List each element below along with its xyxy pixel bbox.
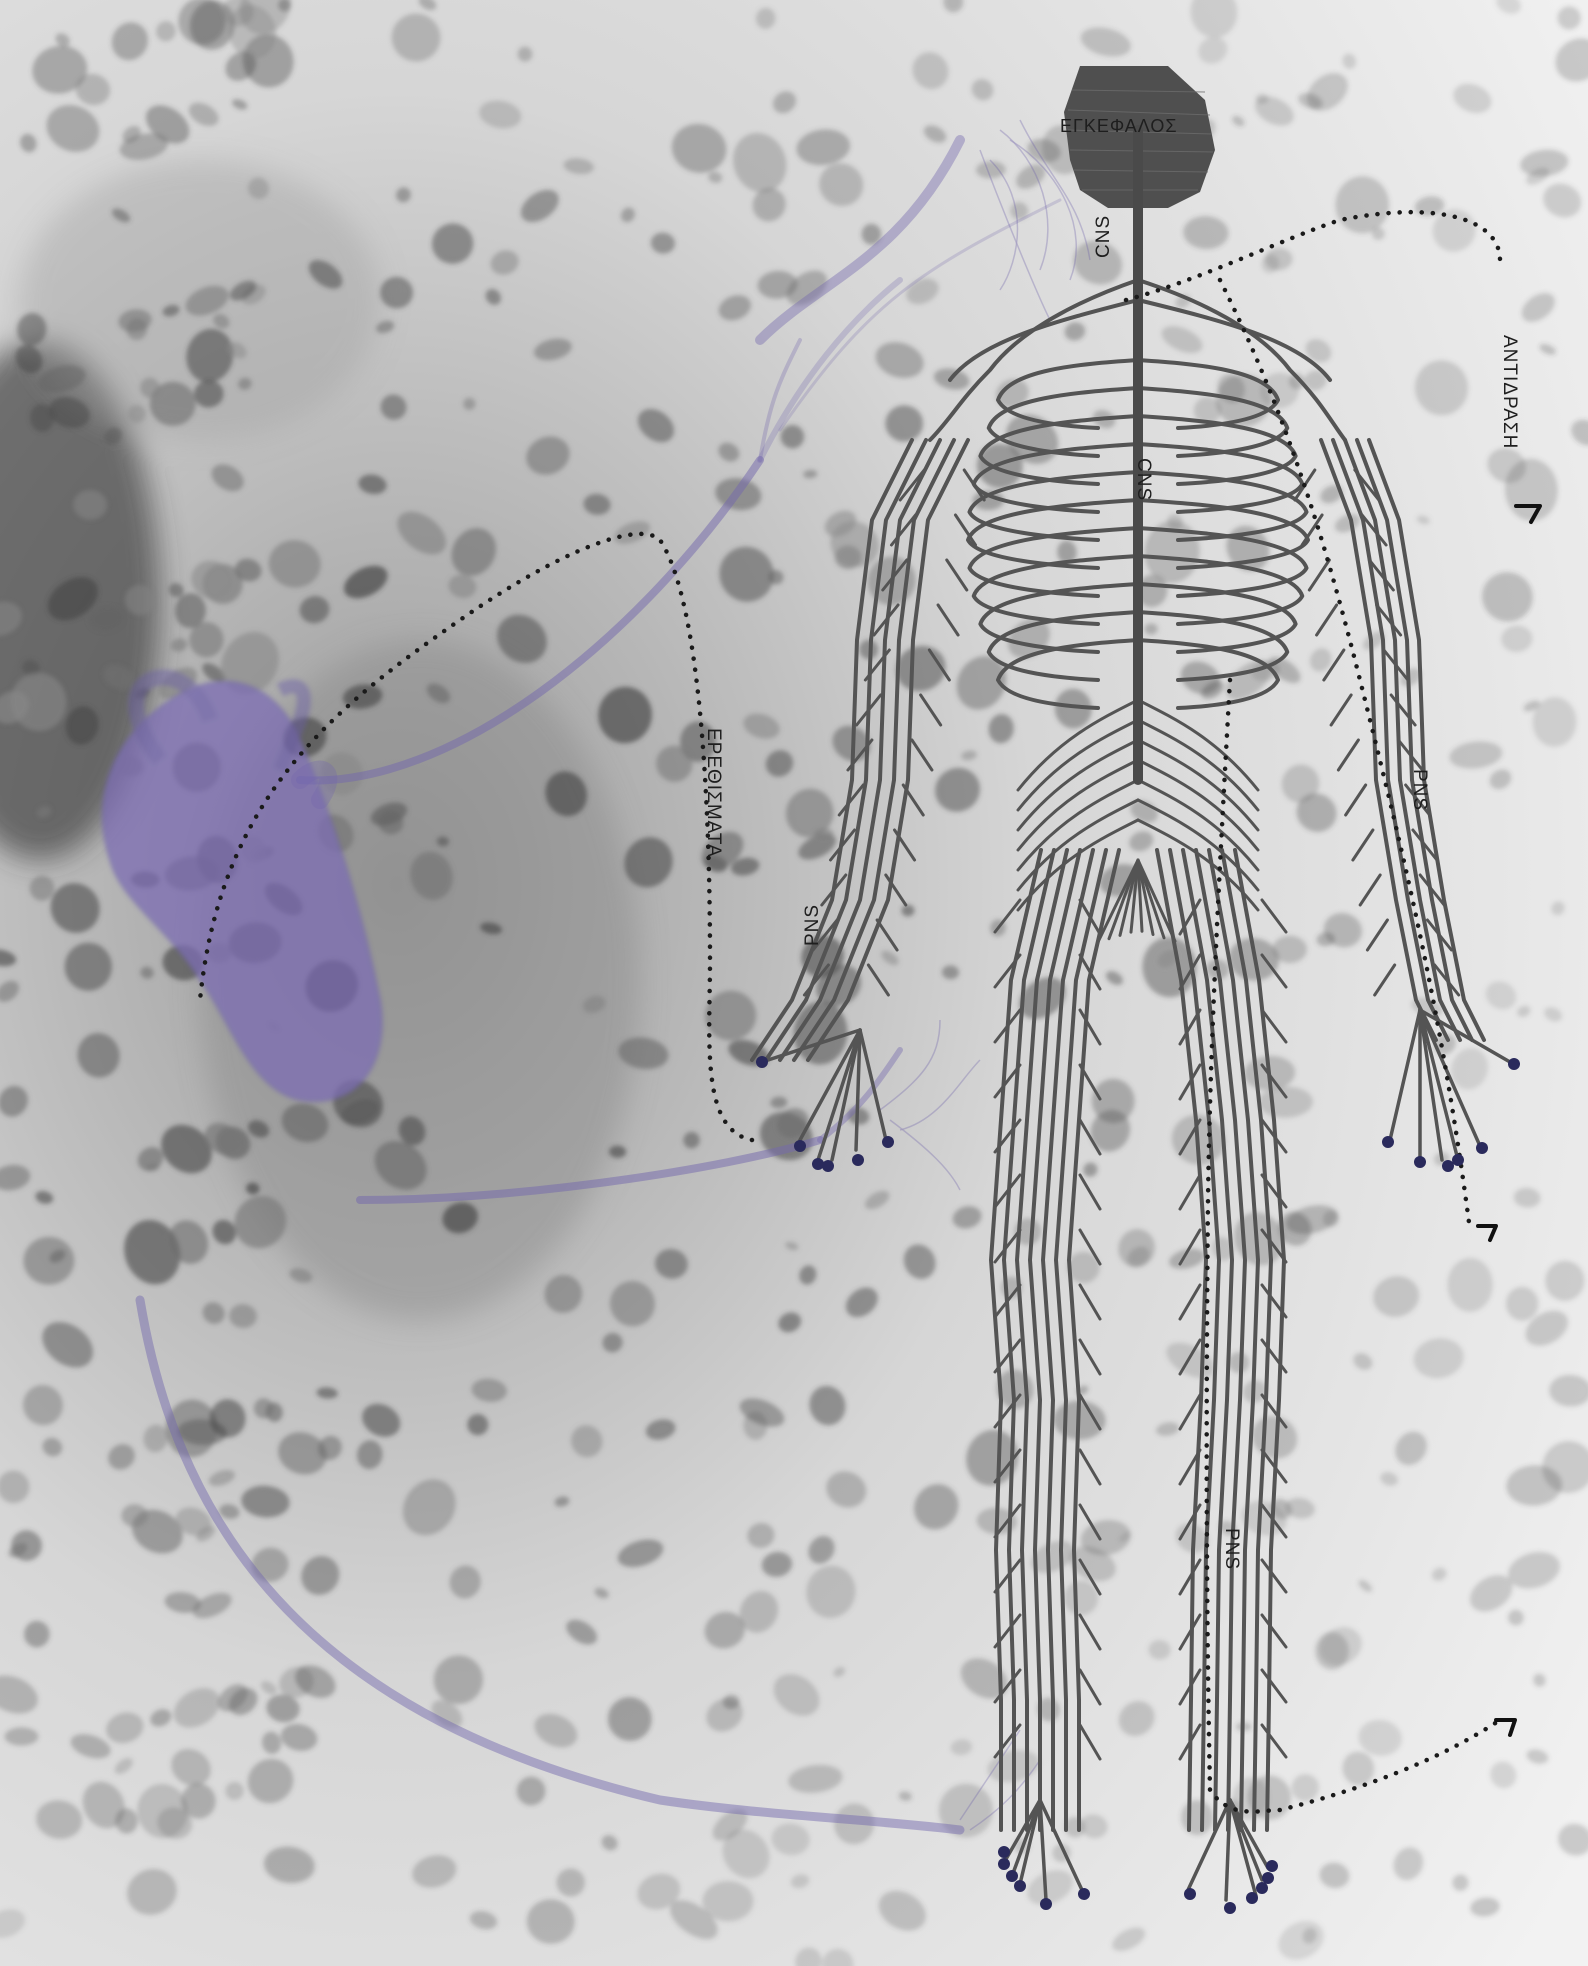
nerve-ending-dot	[998, 1846, 1010, 1858]
nerve-ending-dot	[1014, 1880, 1026, 1892]
response-label: ΑΝΤΙΔΡΑΣΗ	[1498, 335, 1520, 449]
pns-label-left-arm: PNS	[802, 904, 824, 946]
nerve-ending-dot	[882, 1136, 894, 1148]
stimuli-label: ΕΡΕΘΙΣΜΑΤΑ	[702, 728, 724, 858]
nerve-ending-dot	[1382, 1136, 1394, 1148]
nerve-ending-dot	[1246, 1892, 1258, 1904]
nerve-ending-dot	[812, 1158, 824, 1170]
nerve-ending-dot	[1266, 1860, 1278, 1872]
nerve-ending-dot	[1184, 1888, 1196, 1900]
nerve-ending-dot	[1508, 1058, 1520, 1070]
nerve-ending-dot	[822, 1160, 834, 1172]
nerve-ending-dot	[1040, 1898, 1052, 1910]
pns-label-leg: PNS	[1220, 1528, 1242, 1570]
nerve-ending-dot	[1262, 1872, 1274, 1884]
background-cell	[1148, 1640, 1170, 1660]
nerve-ending-dot	[998, 1858, 1010, 1870]
nerve-ending-dot	[1224, 1902, 1236, 1914]
pns-label-right-arm: PNS	[1408, 769, 1430, 811]
nerve-ending-dot	[1452, 1154, 1464, 1166]
nerve-ending-dot	[794, 1140, 806, 1152]
background-cell	[121, 1504, 148, 1527]
cns-label-spine: CNS	[1132, 458, 1154, 501]
brain-label: ΕΓΚΕΦΑΛΟΣ	[1060, 116, 1178, 137]
nerve-ending-dot	[1414, 1156, 1426, 1168]
nerve-ending-dot	[1476, 1142, 1488, 1154]
nerve-ending-dot	[1442, 1160, 1454, 1172]
background-cell	[4, 1727, 38, 1745]
nerve-ending-dot	[756, 1056, 768, 1068]
nerve-ending-dot	[1256, 1882, 1268, 1894]
cns-label-upper: CNS	[1093, 215, 1115, 258]
nerve-ending-dot	[852, 1154, 864, 1166]
nerve-ending-dot	[1006, 1870, 1018, 1882]
nerve-ending-dot	[1078, 1888, 1090, 1900]
background-cell	[1273, 936, 1307, 963]
